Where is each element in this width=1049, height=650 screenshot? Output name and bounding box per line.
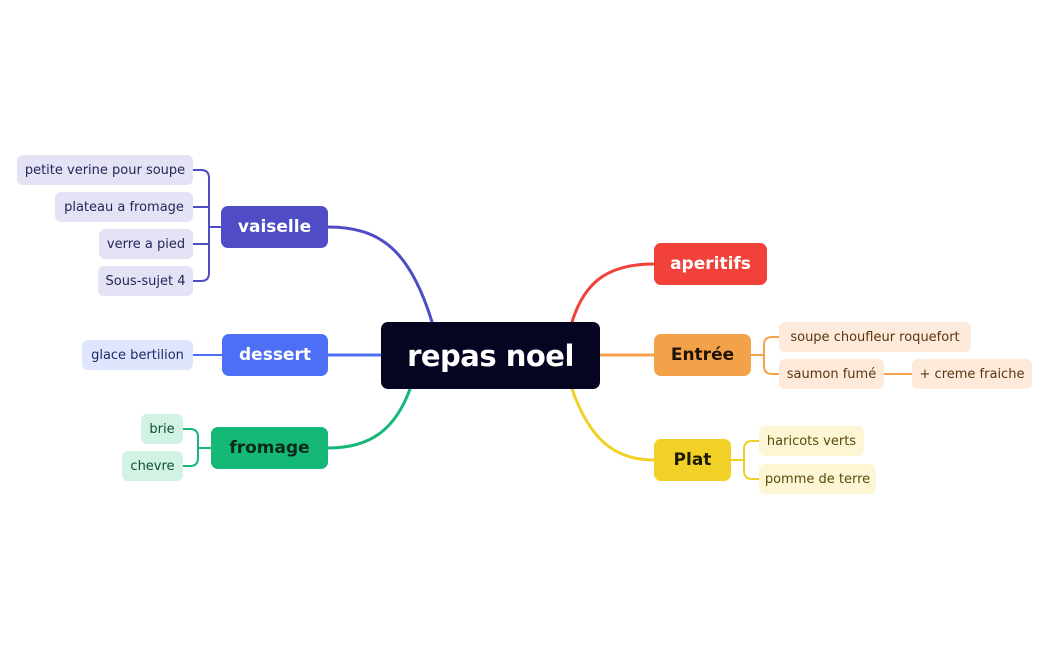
leaf-vaiselle-4[interactable]: Sous-sujet 4 xyxy=(98,266,193,296)
leaf-plat-1[interactable]: haricots verts xyxy=(759,426,864,456)
connector-plat xyxy=(570,387,656,462)
branch-plat[interactable]: Plat xyxy=(654,439,731,481)
branch-vaiselle[interactable]: vaiselle xyxy=(221,206,328,248)
connector-aperitifs xyxy=(570,262,656,324)
connector-fromage xyxy=(326,387,412,450)
leaf-plat-2[interactable]: pomme de terre xyxy=(759,464,876,494)
leaf-vaiselle-3[interactable]: verre a pied xyxy=(99,229,193,259)
branch-dessert[interactable]: dessert xyxy=(222,334,328,376)
leaf-vaiselle-2[interactable]: plateau a fromage xyxy=(55,192,193,222)
leaf-entree-2[interactable]: saumon fumé xyxy=(779,359,884,389)
branch-fromage[interactable]: fromage xyxy=(211,427,328,469)
leaf-entree-1[interactable]: soupe choufleur roquefort xyxy=(779,322,971,352)
central-topic[interactable]: repas noel xyxy=(381,322,600,389)
leaf-entree-2-sub[interactable]: + creme fraiche xyxy=(912,359,1032,389)
branch-entree[interactable]: Entrée xyxy=(654,334,751,376)
leaf-fromage-2[interactable]: chevre xyxy=(122,451,183,481)
leaf-vaiselle-1[interactable]: petite verine pour soupe xyxy=(17,155,193,185)
connector-vaiselle xyxy=(326,225,434,324)
leaf-dessert-1[interactable]: glace bertilion xyxy=(82,340,193,370)
leaf-fromage-1[interactable]: brie xyxy=(141,414,183,444)
branch-aperitifs[interactable]: aperitifs xyxy=(654,243,767,285)
